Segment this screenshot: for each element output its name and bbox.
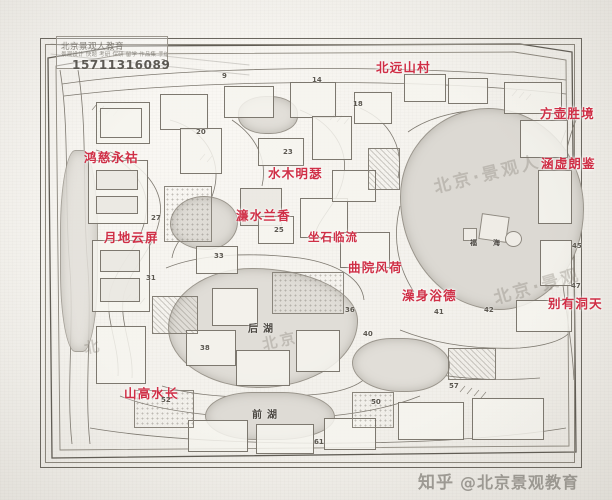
parcel-courtyard	[96, 196, 138, 214]
parcel-courtyard	[516, 300, 572, 332]
author-handle: @北京景观教育	[460, 472, 580, 492]
place-name-houhu: 后湖	[248, 324, 278, 335]
scenic-label-beiyuanshancun: 北远山村	[376, 60, 431, 75]
parcel-courtyard	[540, 240, 572, 286]
map-number: 25	[274, 226, 284, 234]
parcel-courtyard	[520, 120, 568, 158]
parcel-courtyard	[96, 326, 146, 384]
parcel-courtyard	[100, 250, 140, 272]
parcel-courtyard	[258, 138, 304, 166]
map-number: 38	[200, 344, 210, 352]
parcel-courtyard	[224, 86, 274, 118]
parcel-courtyard	[100, 108, 142, 138]
map-number: 23	[283, 148, 293, 156]
parcel-courtyard	[180, 128, 222, 174]
parcel-courtyard	[448, 78, 488, 104]
parcel-courtyard	[340, 232, 390, 268]
parcel-garden-planting	[352, 392, 394, 428]
parcel-hill	[448, 348, 496, 380]
parcel-courtyard	[258, 216, 294, 244]
scenic-label-shuimumingse: 水木明瑟	[268, 166, 323, 181]
parcel-courtyard	[504, 82, 562, 114]
parcel-courtyard	[296, 330, 340, 372]
parcel-courtyard	[236, 350, 290, 386]
parcel-garden-planting	[272, 272, 344, 314]
attribution-bar: 知乎 @北京景观教育	[418, 468, 580, 494]
map-number: 33	[214, 252, 224, 260]
parcel-courtyard	[100, 278, 140, 302]
scenic-label-shangaoshuichang: 山高水长	[124, 386, 179, 401]
scenic-label-zuoshilinliu: 坐石临流	[308, 230, 358, 244]
watermark-brand: 北京景观人教育	[61, 42, 125, 52]
parcel-garden-planting	[134, 390, 194, 428]
map-number: 61	[314, 438, 324, 446]
parcel-courtyard	[186, 330, 236, 366]
platform-name: 知乎	[418, 473, 454, 493]
water-east-pond	[352, 338, 450, 392]
parcel-garden-planting	[164, 186, 212, 242]
parcel-courtyard	[290, 82, 336, 118]
scenic-label-hongciyonghu: 鸿慈永祜	[84, 150, 139, 165]
parcel-courtyard	[472, 398, 544, 440]
parcel-courtyard	[256, 424, 314, 454]
scenic-label-quyuanfenghe: 曲院风荷	[348, 260, 403, 275]
watermark-box: 北京景观人教育 景观设计 快题 考研 保研 留学 作品集 手绘	[56, 36, 168, 69]
parcel-courtyard	[312, 116, 352, 160]
map-number: 52	[161, 396, 171, 404]
watermark-tagline: 景观设计 快题 考研 保研 留学 作品集 手绘	[61, 52, 168, 58]
scenic-label-zaoshenyude: 澡身浴德	[402, 288, 457, 303]
map-number: 2	[161, 58, 166, 66]
scenic-label-fanghushengjing: 方壶胜境	[540, 106, 595, 121]
parcel-courtyard	[96, 170, 138, 190]
map-number: 20	[196, 128, 206, 136]
scenic-label-hanxulangjian: 涵虚朗鉴	[541, 156, 596, 171]
map-number: 57	[449, 382, 459, 390]
island-penglai-east	[505, 231, 522, 247]
scenic-label-bieyoudongtian: 别有洞天	[548, 296, 603, 311]
map-number: 47	[571, 282, 581, 290]
parcel-courtyard	[538, 170, 572, 224]
map-frame-outer	[40, 38, 582, 468]
map-number: 36	[345, 306, 355, 314]
place-name-qianhu: 前湖	[252, 410, 282, 421]
map-number: 31	[146, 274, 156, 282]
parcel-courtyard	[404, 74, 446, 102]
map-number: 27	[151, 214, 161, 222]
parcel-courtyard	[196, 246, 238, 274]
parcel-hill	[152, 296, 198, 334]
watermark-phone: 15711316089	[72, 58, 171, 72]
scenic-label-lianshuilanxiang: 濂水兰香	[236, 208, 291, 223]
place-name-fuhai: 福海	[470, 239, 516, 247]
parcel-courtyard	[212, 288, 258, 326]
map-number: 42	[484, 306, 494, 314]
map-number: 14	[312, 76, 322, 84]
map-number: 45	[572, 242, 582, 250]
parcel-hill	[368, 148, 400, 190]
map-number: 41	[434, 308, 444, 316]
map-number: 18	[353, 100, 363, 108]
parcel-courtyard	[324, 418, 376, 450]
parcel-courtyard	[354, 92, 392, 124]
parcel-courtyard	[300, 198, 348, 238]
parcel-courtyard	[398, 402, 464, 440]
parcel-courtyard	[188, 420, 248, 452]
island-penglai-west	[463, 228, 477, 241]
map-number: 40	[363, 330, 373, 338]
scenic-label-yuediyunping: 月地云屏	[104, 230, 159, 245]
map-number: 50	[371, 398, 381, 406]
map-number: 9	[222, 72, 227, 80]
parcel-courtyard	[160, 94, 208, 130]
